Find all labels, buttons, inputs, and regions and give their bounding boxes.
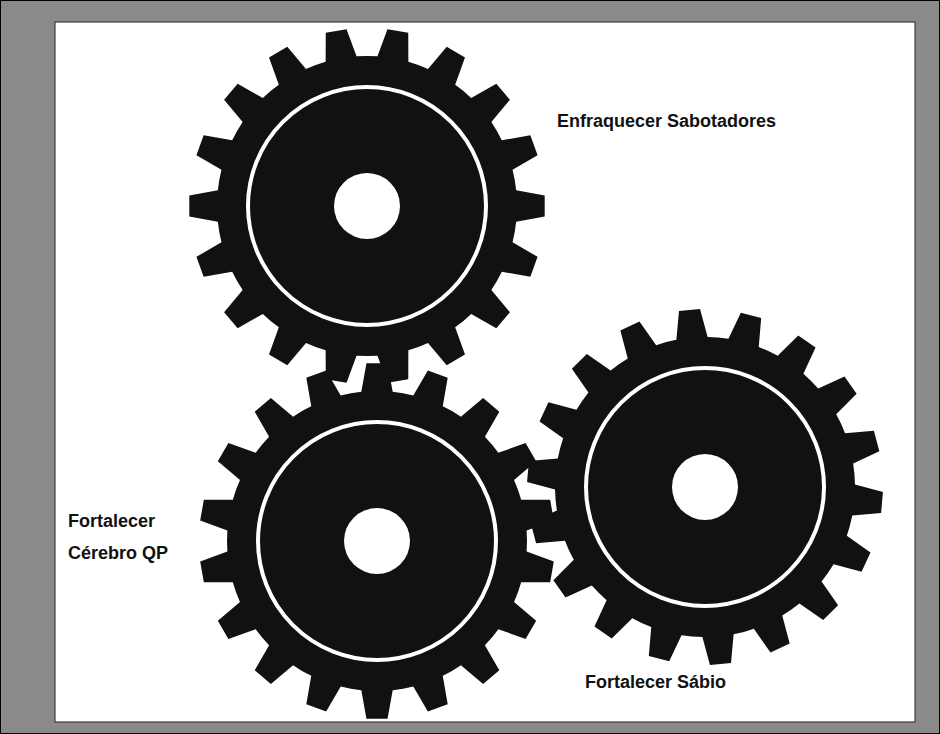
- gear-ring: [248, 87, 486, 325]
- gear: [527, 309, 883, 665]
- gear: [200, 363, 554, 718]
- gear-label: Fortalecer Sábio: [585, 666, 885, 698]
- gear-body: [200, 363, 554, 718]
- gear-label: Fortalecer Cérebro QP: [68, 505, 188, 569]
- gear-hole: [334, 173, 400, 239]
- gear-hole: [672, 454, 738, 520]
- gear-label: Enfraquecer Sabotadores: [557, 105, 857, 137]
- gear-ring: [586, 368, 824, 606]
- gear: [189, 29, 544, 383]
- gear-body: [189, 29, 544, 383]
- gear-ring: [258, 422, 496, 660]
- gear-hole: [344, 508, 410, 574]
- white-panel: [55, 22, 915, 722]
- gear-body: [527, 309, 883, 665]
